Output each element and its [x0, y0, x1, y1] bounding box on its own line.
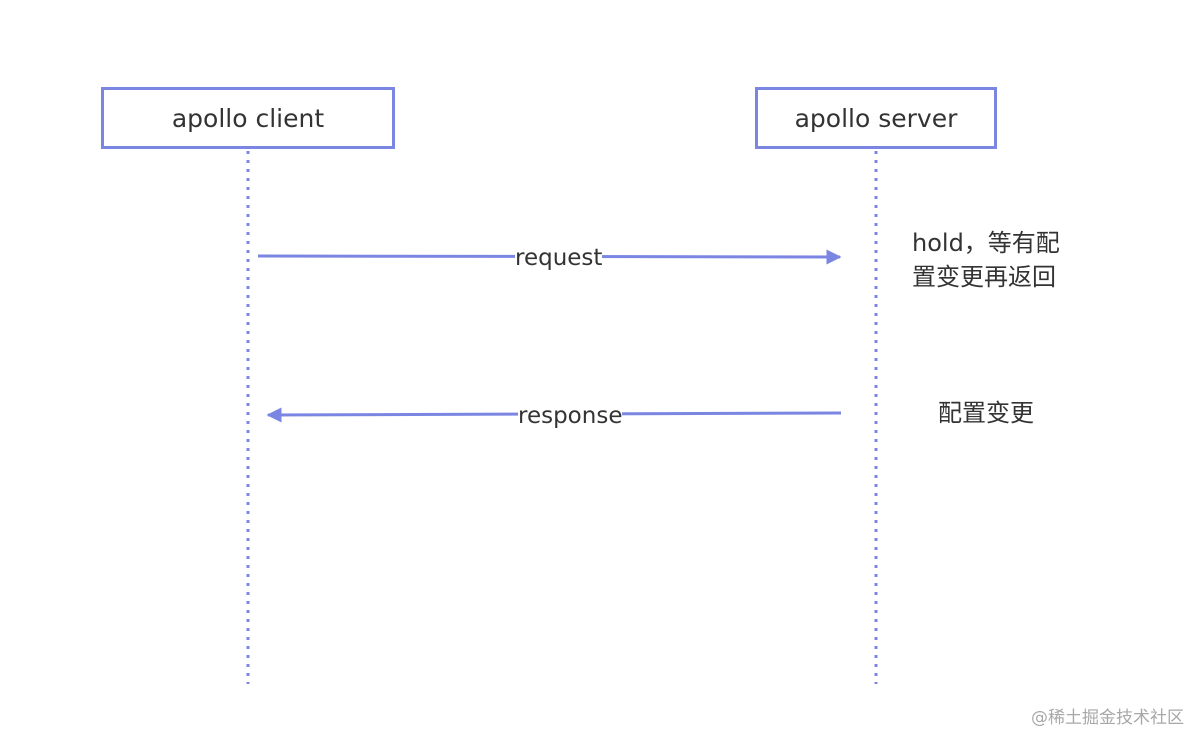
apollo-client-box: apollo client	[101, 87, 395, 149]
watermark: @稀土掘金技术社区	[1031, 708, 1184, 728]
request-label: request	[515, 244, 603, 272]
apollo-server-label: apollo server	[794, 103, 958, 133]
config-change-note: 配置变更	[938, 399, 1034, 427]
apollo-server-box: apollo server	[755, 87, 997, 149]
hold-note: hold，等有配置变更再返回	[912, 229, 1060, 291]
response-label: response	[518, 402, 623, 430]
apollo-client-label: apollo client	[171, 103, 325, 133]
